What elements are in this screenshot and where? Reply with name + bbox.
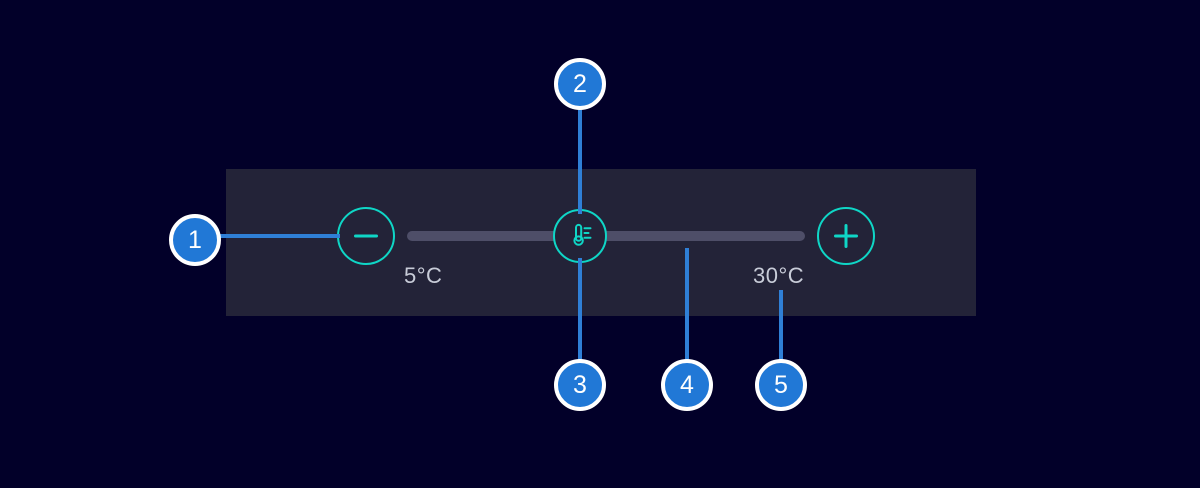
- max-temperature-label: 30°C: [753, 263, 805, 288]
- leader-line-2: [578, 108, 582, 214]
- leader-line-5: [779, 290, 783, 362]
- increase-temperature-button[interactable]: [817, 207, 875, 265]
- annotation-badge-5[interactable]: 5: [755, 359, 807, 411]
- leader-line-4: [685, 248, 689, 362]
- plus-icon-vertical: [844, 224, 848, 248]
- decrease-temperature-button[interactable]: [337, 207, 395, 265]
- thermometer-icon: [573, 223, 592, 246]
- min-temperature-label: 5°C: [404, 263, 443, 288]
- annotation-badge-1[interactable]: 1: [169, 214, 221, 266]
- minus-icon: [354, 234, 378, 238]
- annotation-badge-3[interactable]: 3: [554, 359, 606, 411]
- leader-line-3: [578, 258, 582, 362]
- leader-line-1: [218, 234, 340, 238]
- annotation-badge-4[interactable]: 4: [661, 359, 713, 411]
- temperature-slider-handle[interactable]: [553, 209, 607, 263]
- annotation-badge-2[interactable]: 2: [554, 58, 606, 110]
